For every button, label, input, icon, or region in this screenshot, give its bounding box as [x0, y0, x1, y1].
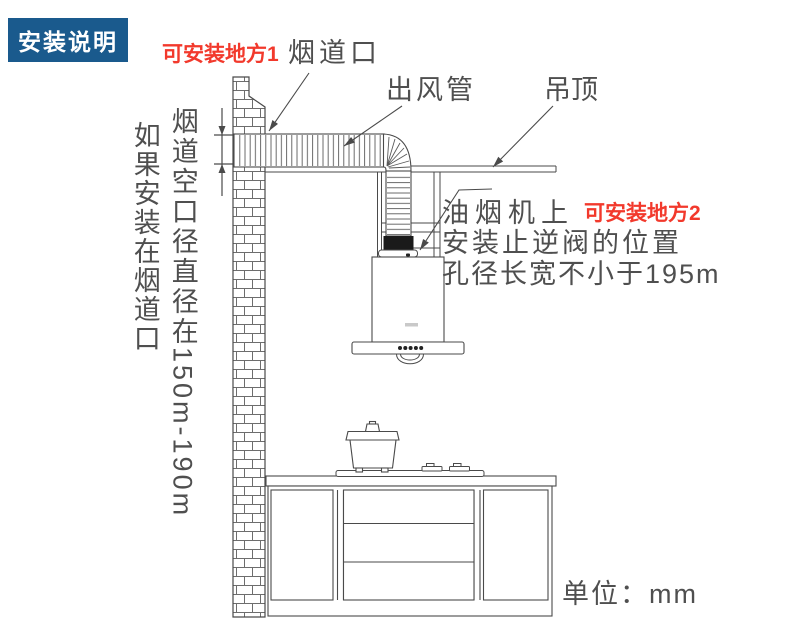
- hood-note-line2: 安装止逆阀的位置: [442, 228, 682, 258]
- cabinet: [267, 485, 553, 617]
- unit-label: 单位：mm: [562, 579, 698, 609]
- install-spot1-label: 可安装地方1: [162, 43, 279, 66]
- title-badge-label: 安装说明: [18, 29, 118, 55]
- hood-bottom-panel: [351, 341, 465, 355]
- outlet-pipe-label: 出风管: [386, 75, 476, 105]
- side-note-column2: 烟道空口径直径在150m-190m: [167, 107, 198, 519]
- flue-opening-label: 烟道口: [288, 38, 381, 68]
- cabinet-left-door: [270, 489, 334, 601]
- install-spot2-label: 可安装地方2: [584, 202, 701, 225]
- duct-elbow: [382, 133, 412, 172]
- ceiling-label: 吊顶: [544, 75, 598, 105]
- title-badge: 安装说明: [8, 18, 128, 62]
- gas-stove: [335, 463, 485, 477]
- leader-check-valve: [419, 188, 493, 251]
- brick-wall: [232, 76, 266, 618]
- countertop: [265, 475, 557, 487]
- leader-ceiling: [492, 105, 554, 168]
- hood-note-line1-black: 油烟机上: [442, 198, 574, 228]
- burner-right: [449, 466, 470, 472]
- hood-handle: [395, 353, 425, 365]
- cabinet-right-door: [482, 489, 549, 601]
- cabinet-drawer-stack: [342, 489, 475, 601]
- range-hood-body: [371, 256, 445, 343]
- leader-outlet-pipe: [343, 105, 403, 147]
- outlet-duct-vertical: [385, 170, 412, 237]
- control-dots: [398, 346, 424, 350]
- burner-left: [421, 466, 443, 472]
- hood-note-line1: 油烟机上 可安装地方2: [442, 200, 701, 227]
- duct-collar: [378, 249, 418, 258]
- hood-logo: [405, 323, 418, 327]
- flue-dimension-marker: [214, 108, 236, 196]
- hood-note-line3: 孔径长宽不小于195m: [442, 259, 721, 289]
- side-note-column1: 如果安装在烟道口: [129, 121, 160, 353]
- check-valve-band: [383, 236, 414, 250]
- cooking-pot: [345, 420, 400, 473]
- outlet-duct-horizontal: [233, 133, 385, 168]
- leader-flue-opening: [268, 72, 310, 132]
